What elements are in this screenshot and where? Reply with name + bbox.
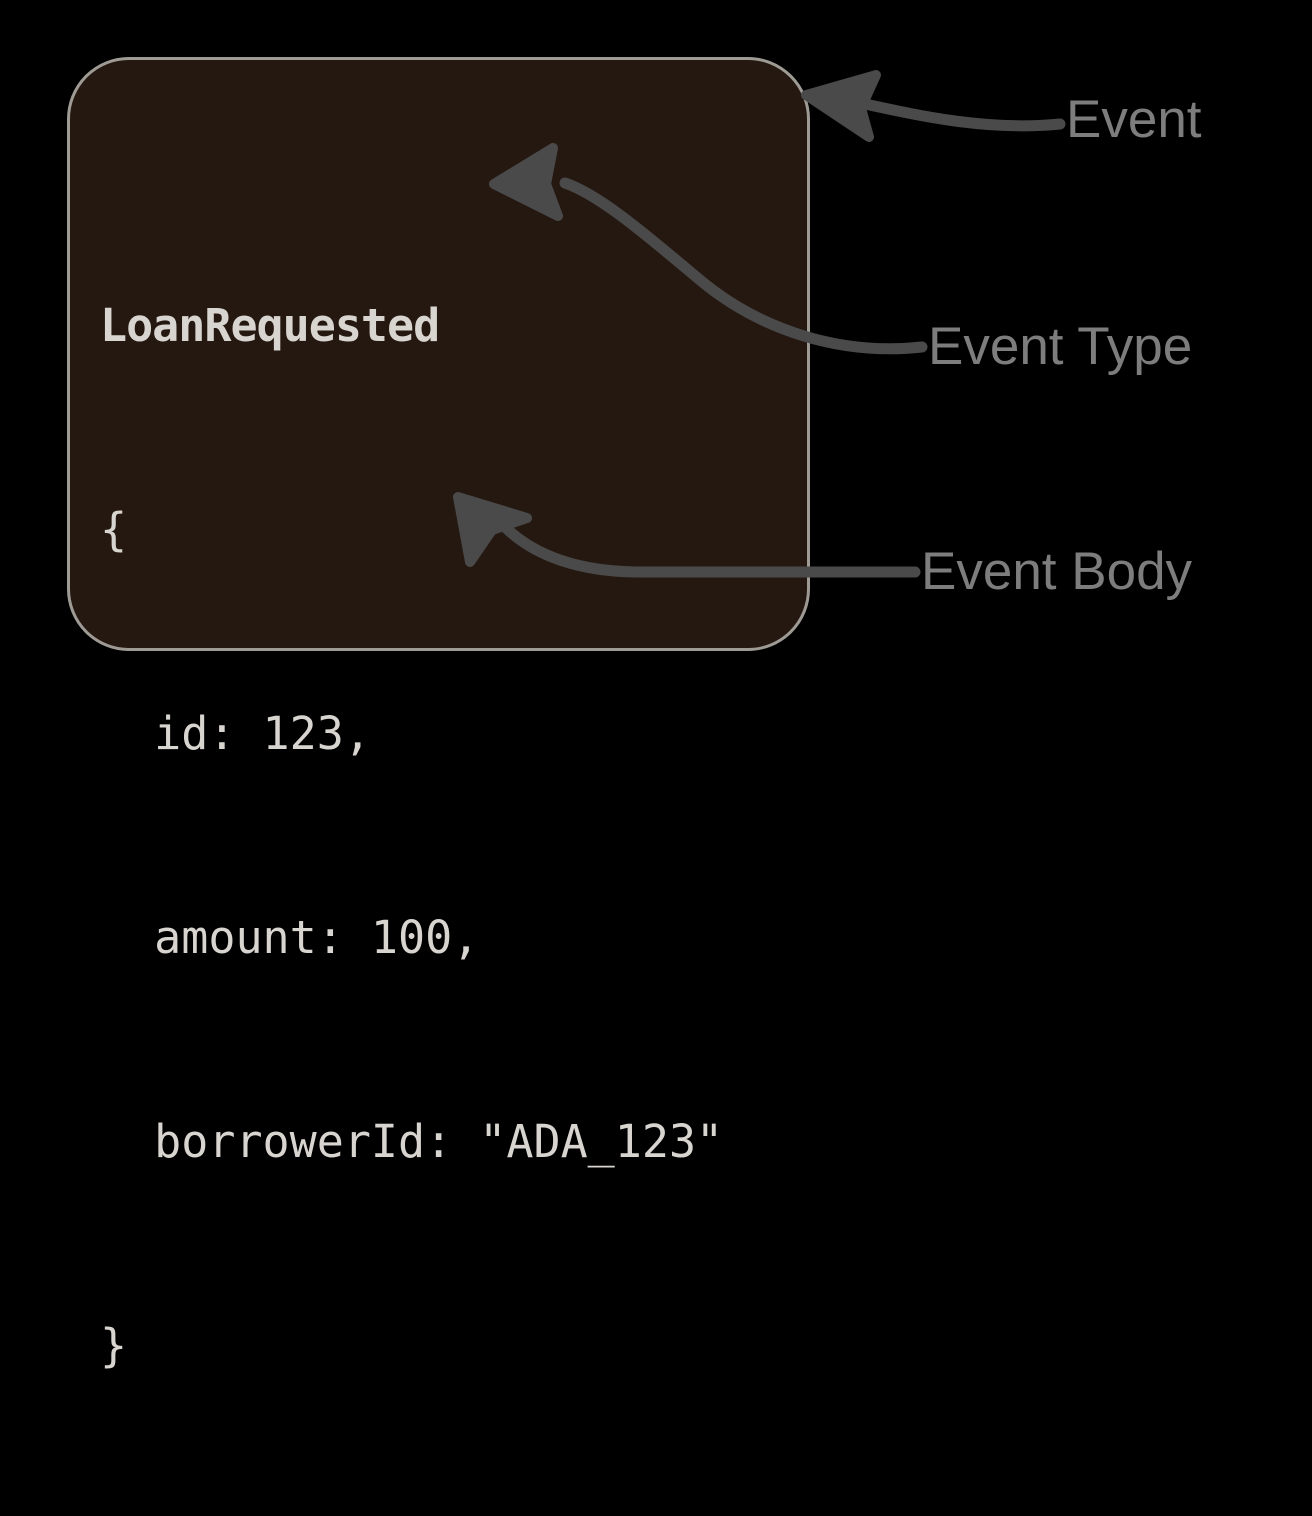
arrow-event — [801, 70, 1066, 142]
json-close-brace: } — [100, 1319, 128, 1372]
json-field-id: id: 123, — [100, 707, 371, 760]
annotation-label-event-type: Event Type — [928, 317, 1193, 376]
diagram-canvas: LoanRequested { id: 123, amount: 100, bo… — [67, 57, 1202, 1372]
annotation-label-event: Event — [1066, 90, 1202, 149]
json-field-amount: amount: 100, — [100, 911, 480, 964]
json-open-brace: { — [100, 503, 128, 556]
annotation-label-event-body: Event Body — [921, 542, 1193, 601]
json-field-borrower-id: borrowerId: "ADA_123" — [100, 1115, 724, 1168]
event-code-block: LoanRequested { id: 123, amount: 100, bo… — [100, 156, 800, 1516]
event-type-text: LoanRequested — [100, 299, 440, 352]
event-card: LoanRequested { id: 123, amount: 100, bo… — [67, 57, 810, 1372]
